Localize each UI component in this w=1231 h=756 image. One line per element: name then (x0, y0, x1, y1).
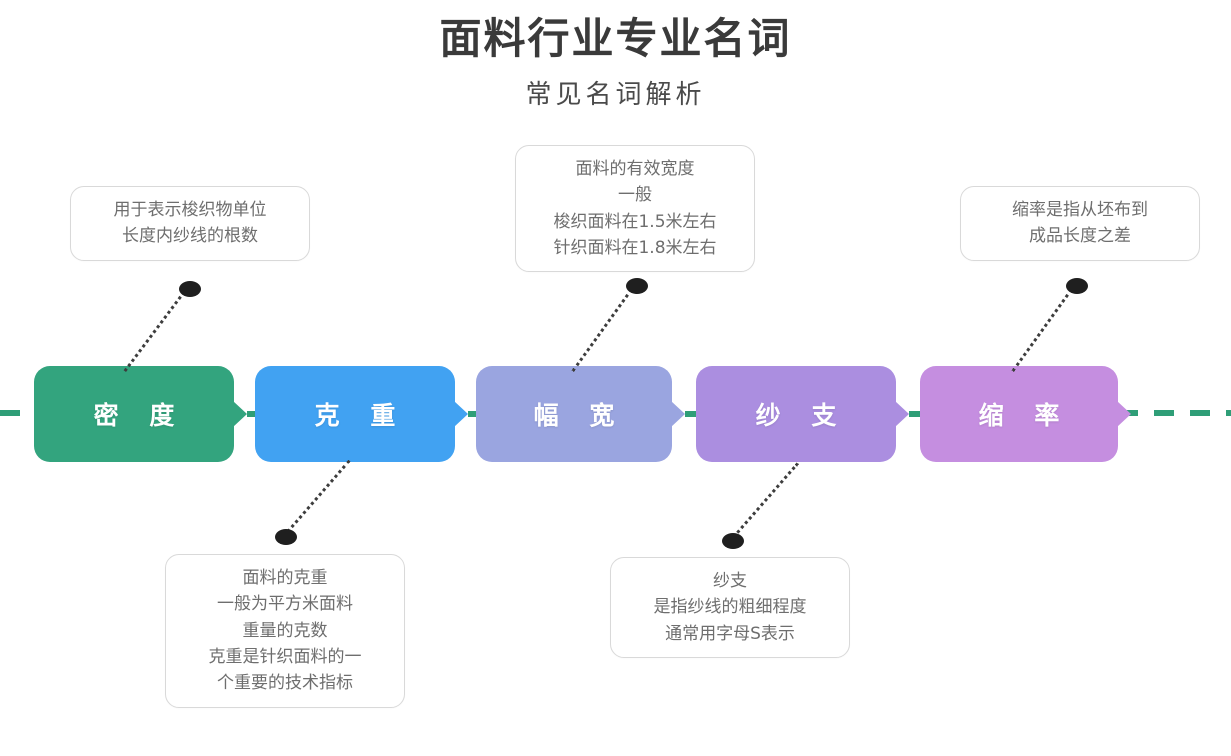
note-line: 一般为平方米面料 (217, 594, 353, 615)
chip-shrinkage-label: 缩 率 (978, 401, 1071, 430)
dot-yarncount (722, 533, 744, 549)
note-line: 纱支 (713, 571, 747, 591)
chip-yarncount-wrap: 纱 支 (696, 366, 927, 462)
note-shrinkage: 缩率是指从坯布到成品长度之差 (960, 186, 1200, 261)
dot-weight (275, 529, 297, 545)
dot-shrinkage (1066, 278, 1088, 294)
chip-density-wrap: 密 度 (34, 366, 265, 462)
chip-weight-label: 克 重 (314, 401, 407, 430)
page-subtitle: 常见名词解析 (525, 79, 706, 110)
note-line: 克重是针织面料的一 (208, 647, 362, 668)
spine-segment-right (1118, 410, 1231, 416)
note-line: 成品长度之差 (1029, 226, 1131, 247)
chevron-right-icon (233, 401, 247, 427)
connector-line (123, 290, 186, 372)
chip-shrinkage[interactable]: 缩 率 (920, 366, 1131, 462)
note-line: 一般 (618, 185, 652, 206)
timeline-spine (0, 410, 1231, 416)
page-title: 面料行业专业名词 (439, 14, 792, 63)
chip-weight[interactable]: 克 重 (255, 366, 468, 462)
connector-dash (685, 411, 703, 417)
note-yarncount: 纱支是指纱线的粗细程度通常用字母S表示 (610, 557, 850, 659)
chip-row: 密 度 克 重 幅 宽 纱 支 (0, 366, 1231, 462)
connector-line (1011, 288, 1073, 372)
note-line: 通常用字母S表示 (665, 623, 795, 644)
chip-shrinkage-wrap: 缩 率 (920, 366, 1131, 462)
dot-width (626, 278, 648, 294)
note-line: 面料的克重 (242, 568, 328, 588)
chip-density-label: 密 度 (93, 401, 186, 430)
connector-line (729, 462, 800, 542)
chevron-right-icon (671, 401, 685, 427)
chevron-right-icon (1117, 401, 1131, 427)
chip-width-label: 幅 宽 (533, 401, 626, 430)
note-width: 面料的有效宽度一般梭织面料在1.5米左右针织面料在1.8米左右 (515, 145, 755, 273)
note-density: 用于表示梭织物单位长度内纱线的根数 (70, 186, 310, 261)
note-line: 面料的有效宽度 (575, 159, 695, 179)
note-line: 缩率是指从坯布到 (1012, 200, 1148, 220)
note-weight: 面料的克重一般为平方米面料重量的克数克重是针织面料的一个重要的技术指标 (165, 554, 405, 708)
chip-yarncount-label: 纱 支 (755, 401, 848, 430)
note-line: 长度内纱线的根数 (122, 226, 258, 247)
chip-width[interactable]: 幅 宽 (476, 366, 685, 462)
chip-density[interactable]: 密 度 (34, 366, 247, 462)
chip-width-wrap: 幅 宽 (476, 366, 703, 462)
note-line: 个重要的技术指标 (217, 673, 353, 694)
note-line: 针织面料在1.8米左右 (553, 238, 717, 259)
note-line: 是指纱线的粗细程度 (653, 597, 807, 618)
chip-weight-wrap: 克 重 (255, 366, 486, 462)
note-line: 梭织面料在1.5米左右 (553, 211, 717, 232)
dot-density (179, 281, 201, 297)
chevron-right-icon (454, 401, 468, 427)
chevron-right-icon (895, 401, 909, 427)
spine-segment-left (0, 410, 40, 416)
note-line: 重量的克数 (242, 620, 328, 641)
chip-yarncount[interactable]: 纱 支 (696, 366, 909, 462)
connector-line (282, 460, 351, 538)
note-line: 用于表示梭织物单位 (113, 200, 267, 220)
connector-line (571, 288, 633, 372)
header: 面料行业专业名词 常见名词解析 (0, 0, 1231, 111)
connector-dash (909, 411, 927, 417)
